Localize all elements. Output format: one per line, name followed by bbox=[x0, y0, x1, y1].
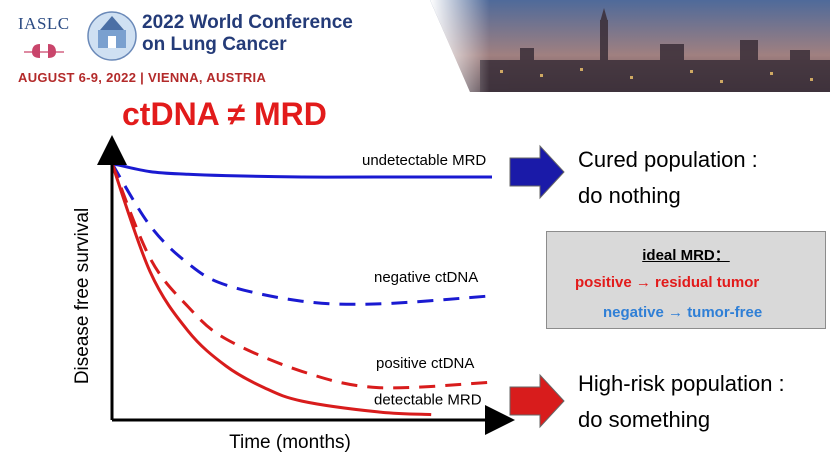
iaslc-logo-text: IASLC bbox=[18, 14, 70, 33]
slide-title: ctDNA ≠ MRD bbox=[122, 96, 327, 132]
conference-title: 2022 World Conference on Lung Cancer bbox=[142, 12, 353, 55]
y-axis-label: Disease free survival bbox=[72, 208, 93, 384]
red-arrow-icon bbox=[509, 373, 565, 429]
series-line-detectable-mrd bbox=[110, 163, 432, 417]
series-label: undetectable MRD bbox=[362, 152, 486, 169]
conference-header: IASLC 2022 World Conference on Lung Canc… bbox=[0, 0, 830, 92]
series-line-undetectable-mrd bbox=[111, 162, 492, 179]
series-label: detectable MRD bbox=[374, 392, 482, 409]
x-axis-label: Time (months) bbox=[229, 432, 351, 453]
series-label: positive ctDNA bbox=[376, 355, 474, 372]
ideal-mrd-positive: positive → residual tumor bbox=[575, 274, 760, 291]
header-banner-graphic bbox=[24, 0, 830, 92]
conference-logo-emblem bbox=[87, 11, 137, 61]
cured-population-callout: Cured population : do nothing bbox=[578, 147, 758, 208]
ideal-mrd-negative: negative → tumor-free bbox=[603, 304, 763, 321]
chart-series-layer: undetectable MRD negative ctDNA positive c… bbox=[110, 152, 493, 417]
ideal-mrd-box: ideal MRD： positive → residual tumor neg… bbox=[546, 231, 826, 329]
ideal-mrd-title: ideal MRD： bbox=[642, 247, 730, 264]
blue-arrow-icon bbox=[509, 144, 565, 200]
conference-date-location: AUGUST 6-9, 2022 | VIENNA, AUSTRIA bbox=[18, 70, 267, 85]
high-risk-population-callout: High-risk population : do something bbox=[578, 371, 785, 432]
series-line-positive-ctdna bbox=[110, 162, 493, 390]
series-label: negative ctDNA bbox=[374, 269, 478, 286]
lung-logo-icon bbox=[24, 44, 64, 58]
